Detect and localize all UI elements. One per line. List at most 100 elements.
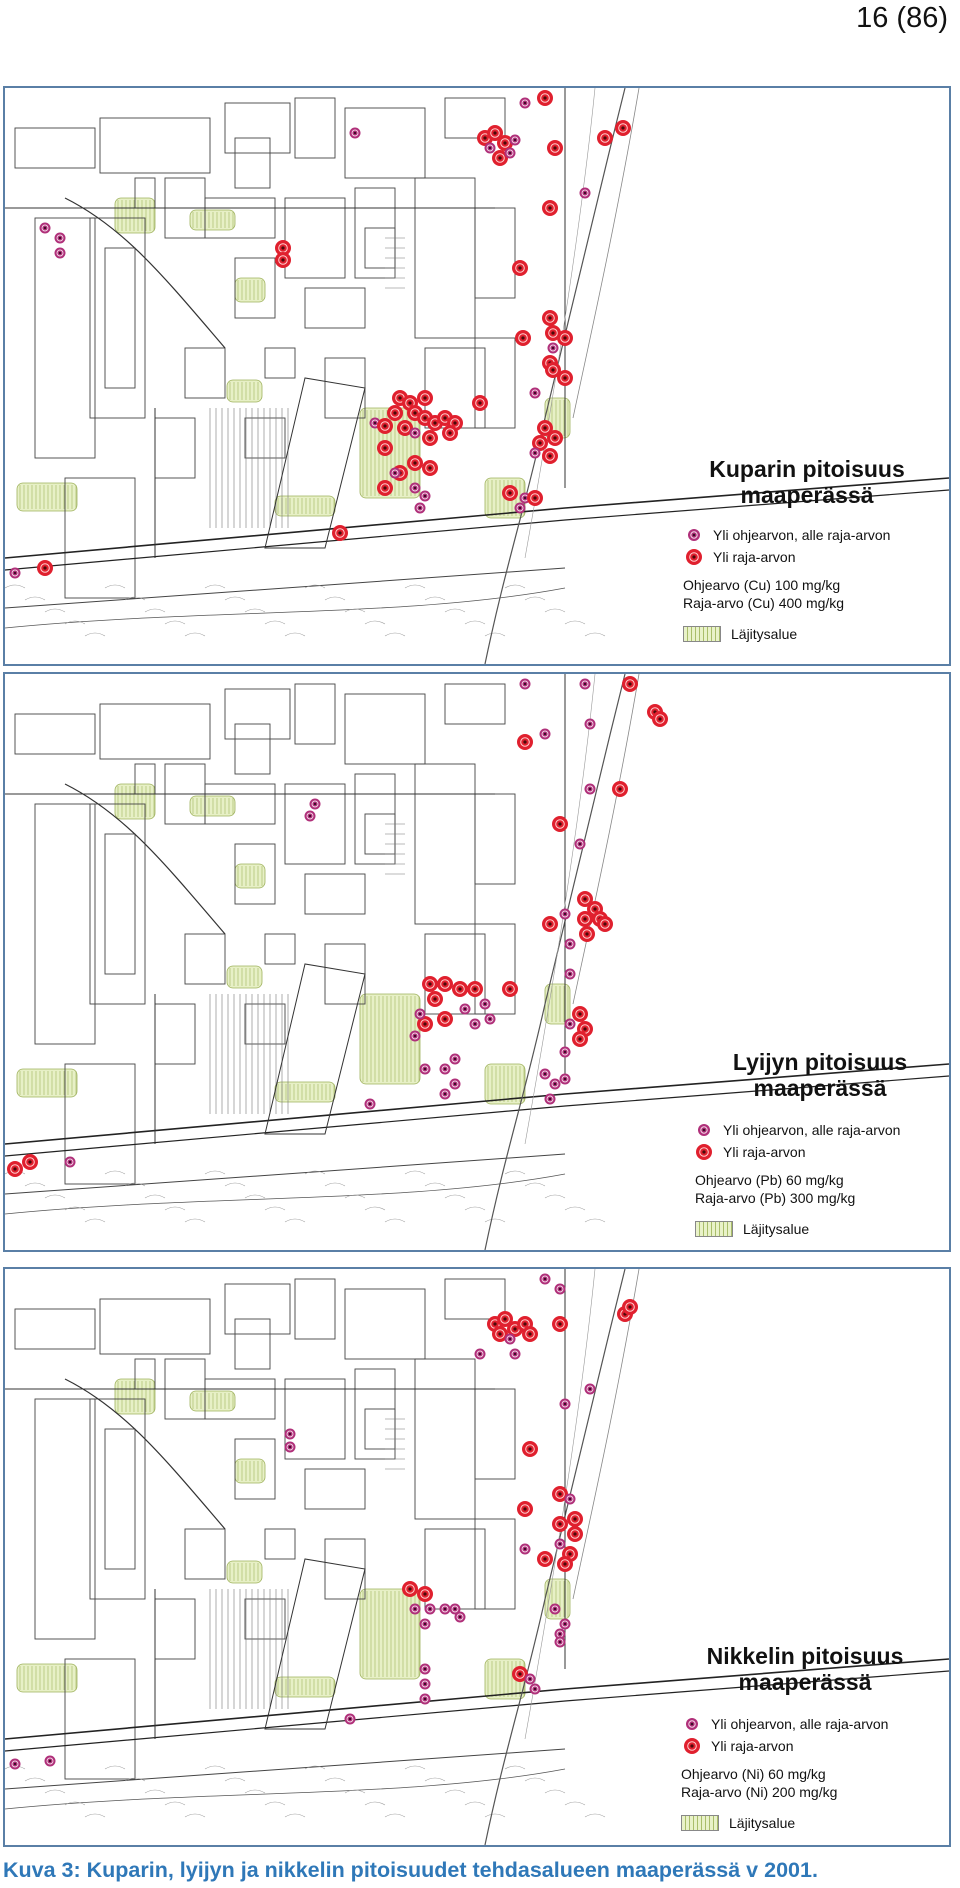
limit-exceeded-marker [22,1154,38,1170]
guide-exceeded-marker [554,1538,566,1550]
guide-exceeded-marker [409,427,421,439]
limit-exceeded-marker [567,1511,583,1527]
guide-exceeded-marker [309,798,321,810]
guide-exceeded-marker [389,467,401,479]
limit-exceeded-marker [652,711,668,727]
limit-value: Raja-arvo (Pb) 300 mg/kg [695,1190,856,1206]
lead-base-map [5,674,949,1250]
guide-exceeded-marker [519,1543,531,1555]
guide-exceeded-marker [419,490,431,502]
guide-exceeded-marker [564,1493,576,1505]
guide-exceeded-marker [559,908,571,920]
limit-exceeded-marker [487,125,503,141]
guide-marker-icon [698,1124,710,1136]
guide-exceeded-marker [529,387,541,399]
limit-exceeded-marker [547,430,563,446]
limit-exceeded-marker [517,1501,533,1517]
limit-exceeded-marker [622,676,638,692]
legend-limit-row: Yli raja-arvon [685,548,937,566]
limit-exceeded-marker [577,911,593,927]
legend-zone-row: Läjitysalue [683,626,937,642]
limit-exceeded-marker [597,916,613,932]
limit-exceeded-marker [542,200,558,216]
limit-marker-icon [686,549,702,565]
limit-exceeded-marker [557,330,573,346]
guide-value: Ohjearvo (Ni) 60 mg/kg [681,1766,826,1782]
guide-exceeded-marker [414,1008,426,1020]
legend-limits: Ohjearvo (Ni) 60 mg/kg Raja-arvo (Ni) 20… [681,1765,935,1801]
guide-exceeded-marker [459,1003,471,1015]
legend-title-line2: maaperässä [740,482,874,508]
lead-sample-markers [7,676,668,1177]
guide-exceeded-marker [539,728,551,740]
limit-exceeded-marker [332,525,348,541]
guide-exceeded-marker [484,1013,496,1025]
limit-exceeded-marker [437,1011,453,1027]
guide-exceeded-marker [9,567,21,579]
limit-exceeded-marker [422,430,438,446]
limit-exceeded-marker [567,1526,583,1542]
limit-exceeded-marker [502,485,518,501]
lead-legend: Lyijyn pitoisuus maaperässä Yli ohjearvo… [695,1049,945,1237]
limit-exceeded-marker [407,455,423,471]
zone-label: Läjitysalue [729,1815,796,1831]
guide-exceeded-marker [449,1053,461,1065]
guide-exceeded-marker [539,1068,551,1080]
limit-exceeded-marker [557,370,573,386]
limit-exceeded-marker [377,418,393,434]
limit-value: Raja-arvo (Cu) 400 mg/kg [683,595,845,611]
guide-exceeded-marker [419,1693,431,1705]
limit-marker-icon [684,1738,700,1754]
figure-caption: Kuva 3: Kuparin, lyijyn ja nikkelin pito… [3,1858,818,1882]
limit-value: Raja-arvo (Ni) 200 mg/kg [681,1784,838,1800]
limit-exceeded-marker [427,991,443,1007]
guide-exceeded-marker [544,1093,556,1105]
guide-exceeded-marker [39,222,51,234]
limit-exceeded-marker [532,435,548,451]
guide-exceeded-marker [344,1713,356,1725]
guide-exceeded-marker [519,678,531,690]
guide-exceeded-marker [64,1156,76,1168]
limit-exceeded-marker [437,976,453,992]
guide-exceeded-marker [284,1428,296,1440]
limit-exceeded-marker [417,1586,433,1602]
map-panel-lead: Lyijyn pitoisuus maaperässä Yli ohjearvo… [3,672,951,1252]
guide-exceeded-marker [424,1603,436,1615]
dumping-area-icon [695,1221,733,1237]
limit-exceeded-marker [597,130,613,146]
legend-guide-row: Yli ohjearvon, alle raja-arvon [685,526,937,544]
limit-exceeded-marker [572,1006,588,1022]
limit-exceeded-marker [522,1326,538,1342]
guide-exceeded-marker [504,1333,516,1345]
guide-exceeded-marker [439,1603,451,1615]
limit-exceeded-marker [492,1326,508,1342]
guide-value: Ohjearvo (Cu) 100 mg/kg [683,577,841,593]
guide-exceeded-marker [409,1603,421,1615]
guide-exceeded-marker [409,482,421,494]
limit-exceeded-marker [275,252,291,268]
limit-exceeded-marker [37,560,53,576]
guide-exceeded-marker [549,1603,561,1615]
guide-exceeded-marker [419,1063,431,1075]
guide-exceeded-marker [479,998,491,1010]
guide-exceeded-marker [554,1636,566,1648]
legend-guide-label: Yli ohjearvon, alle raja-arvon [711,1716,889,1732]
guide-exceeded-marker [44,1755,56,1767]
limit-exceeded-marker [377,440,393,456]
guide-exceeded-marker [364,1098,376,1110]
legend-limits: Ohjearvo (Cu) 100 mg/kg Raja-arvo (Cu) 4… [683,576,937,612]
page-number: 16 (86) [856,2,948,34]
limit-exceeded-marker [527,490,543,506]
limit-exceeded-marker [502,981,518,997]
guide-exceeded-marker [9,1758,21,1770]
limit-exceeded-marker [579,926,595,942]
guide-exceeded-marker [419,1663,431,1675]
limit-exceeded-marker [552,1486,568,1502]
guide-marker-icon [686,1718,698,1730]
limit-exceeded-marker [537,90,553,106]
guide-exceeded-marker [547,342,559,354]
limit-exceeded-marker [472,395,488,411]
legend-limits: Ohjearvo (Pb) 60 mg/kg Raja-arvo (Pb) 30… [695,1171,945,1207]
limit-exceeded-marker [552,816,568,832]
limit-exceeded-marker [512,1666,528,1682]
